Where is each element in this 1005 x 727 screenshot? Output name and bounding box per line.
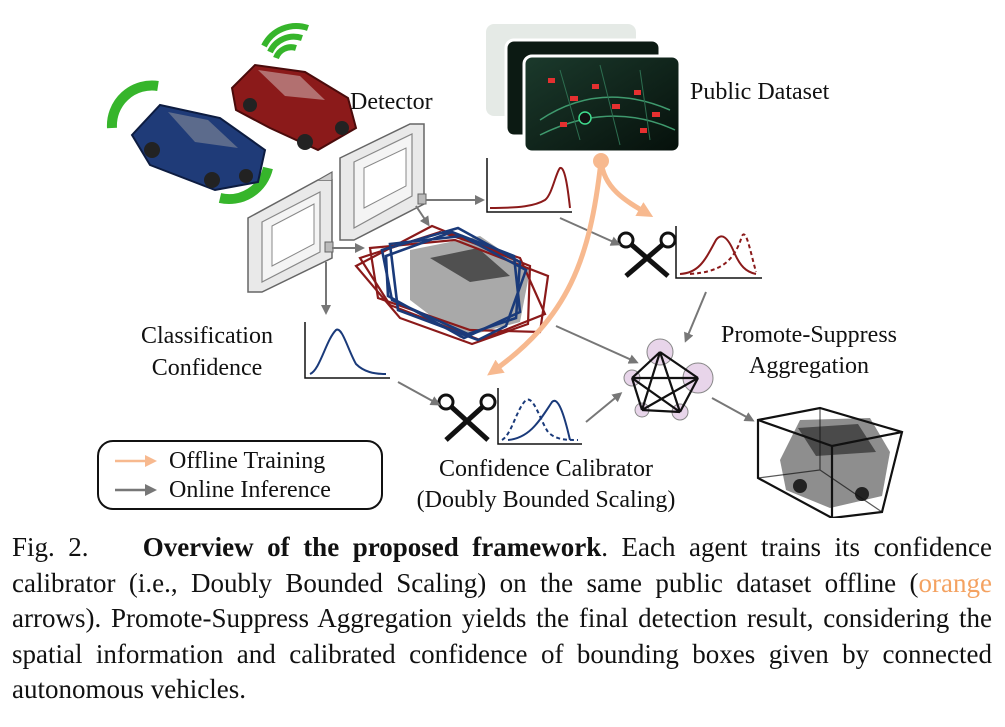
raw-confidence-plot [486,158,572,213]
caption-title: Overview of the proposed framework [142,532,602,562]
framework-figure: Detector Public Dataset Classification C… [97,23,904,520]
detector-label: Detector [350,89,433,115]
public-dataset-label: Public Dataset [690,79,830,105]
orange-arrow-icon [115,455,157,467]
legend-offline-label: Offline Training [169,447,326,474]
aggregation-graph-icon [623,338,714,421]
calibrated-plot-bottom [497,388,582,445]
figure-graphics [106,23,904,520]
caption-orange-word: orange [918,567,992,598]
final-detection-icon [756,406,904,520]
figure-legend: Offline Training Online Inference [97,440,383,510]
gray-arrow-icon [115,484,157,496]
calibrator-label-line2: (Doubly Bounded Scaling) [416,487,676,513]
public-dataset-images [486,24,682,154]
legend-offline-row: Offline Training [113,447,325,475]
classification-confidence-label-line2: Confidence [151,355,263,381]
blue-car-icon [106,80,273,205]
detector-network-icon [247,123,427,293]
legend-online-label: Online Inference [169,476,331,503]
caption-prefix: Fig. 2. [12,532,89,562]
figure-caption: Fig. 2. Overview of the proposed framewo… [12,530,992,708]
tools-icon-top [617,231,677,278]
red-car-icon [230,23,358,152]
tools-icon-bottom [437,393,497,442]
calibrated-plot-top [675,226,762,279]
classification-confidence-label-line1: Classification [141,323,273,349]
legend-online-row: Online Inference [113,476,331,504]
caption-text-2: arrows). Promote-Suppress Aggregation yi… [12,603,992,704]
caption-text-1: . Each agent trains its confidence calib… [12,532,992,598]
promote-suppress-label-line1: Promote-Suppress [721,322,897,348]
promote-suppress-label-line2: Aggregation [749,353,869,379]
overlapping-bboxes-icon [354,224,550,346]
offline-training-arrows [487,153,654,376]
classification-confidence-plot [304,322,390,379]
calibrator-label-line1: Confidence Calibrator [439,456,653,482]
